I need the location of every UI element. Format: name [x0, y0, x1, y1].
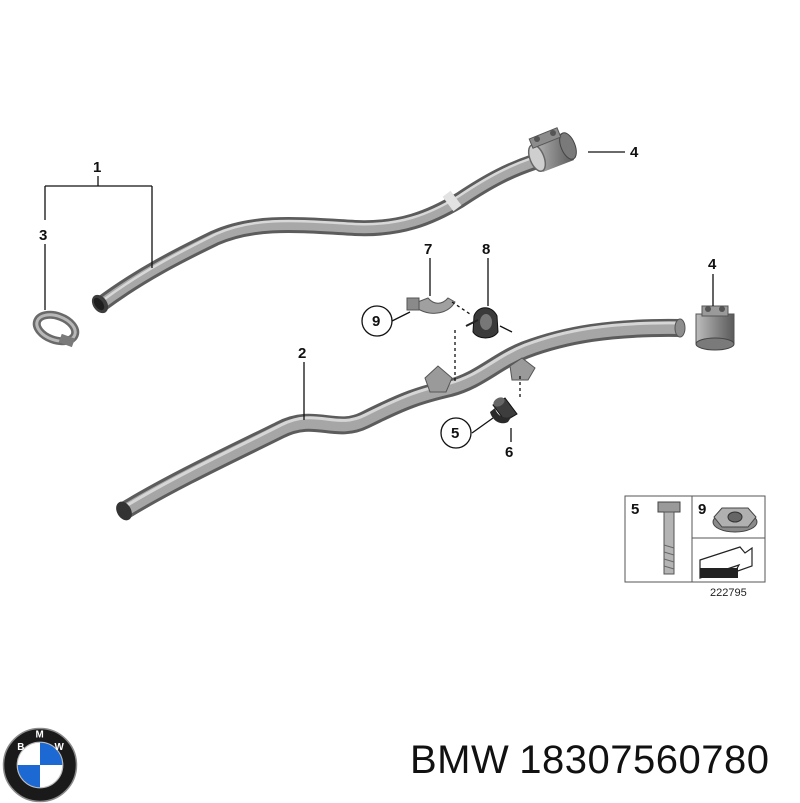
- callout-8: 8: [482, 241, 490, 258]
- callout-6: 6: [505, 444, 513, 461]
- front-pipe-1: [91, 154, 537, 314]
- clamp-3: [32, 310, 80, 348]
- leader-lines: [44, 151, 714, 442]
- part-number: 18307560780: [519, 738, 770, 782]
- logo-letter-w: W: [54, 742, 64, 753]
- flange-nut-icon: [712, 507, 758, 533]
- legend-bolt-number: 5: [631, 501, 639, 518]
- rubber-damper-6: [490, 397, 518, 424]
- callout-4-lower: 4: [708, 256, 717, 273]
- bracket-7: [406, 297, 456, 314]
- callout-5: 5: [451, 425, 459, 442]
- legend-nut-number: 9: [698, 501, 706, 518]
- callout-9-circle: 9: [361, 305, 393, 337]
- callout-7: 7: [424, 241, 432, 258]
- bolt-icon: [657, 501, 681, 575]
- logo-letter-b: B: [17, 742, 24, 753]
- clamp-4-lower: [695, 305, 735, 351]
- bmw-logo-icon: B M W: [2, 727, 78, 803]
- callout-1: 1: [93, 159, 101, 176]
- callout-4-upper: 4: [630, 144, 639, 161]
- callout-2: 2: [298, 345, 306, 362]
- brand-name: BMW: [410, 738, 510, 782]
- arrow-icon: [699, 546, 753, 579]
- clamp-4-upper: [527, 127, 577, 172]
- rear-pipe-2: [116, 318, 686, 521]
- callout-3: 3: [39, 227, 47, 244]
- hardware-legend: 5 9 222795: [624, 495, 766, 599]
- rubber-mount-8: [465, 307, 499, 339]
- logo-letter-m: M: [35, 730, 43, 741]
- diagram-id: 222795: [710, 587, 747, 599]
- callout-9: 9: [372, 313, 380, 330]
- callout-5-circle: 5: [440, 417, 472, 449]
